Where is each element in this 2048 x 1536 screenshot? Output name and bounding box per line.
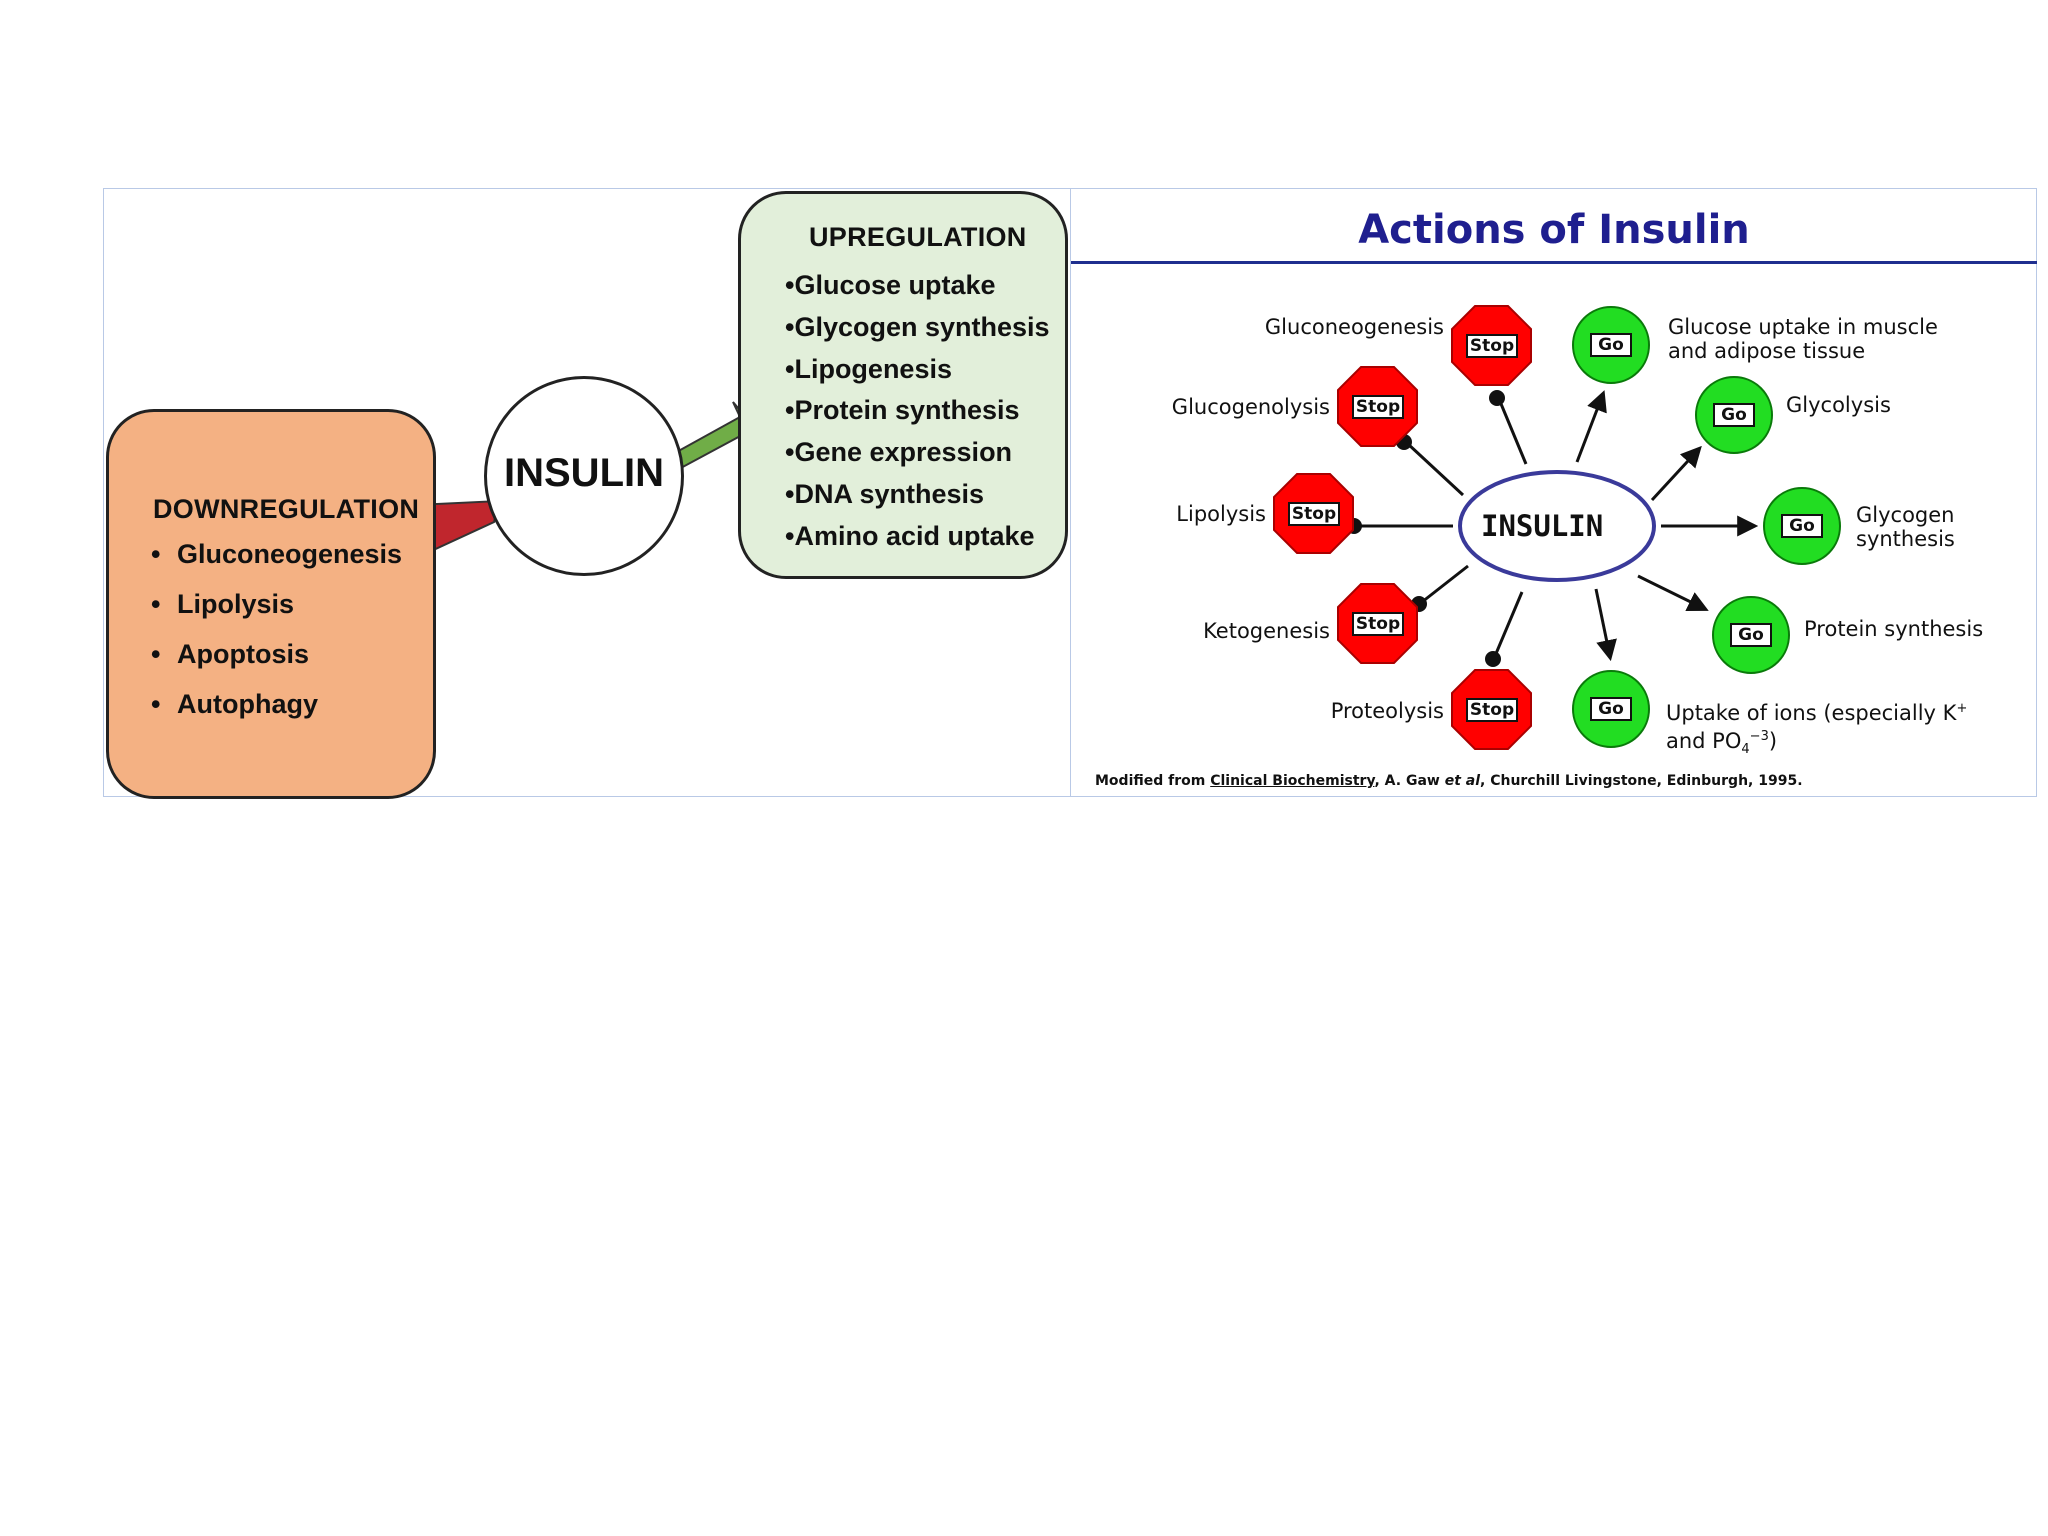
downregulation-list: Gluconeogenesis Lipolysis Apoptosis Auto… (151, 538, 402, 738)
ion-uptake-text-2: and PO (1666, 729, 1742, 753)
stimulate-arrow-glucose-uptake (1575, 390, 1607, 463)
stop-sign-text: Stop (1352, 612, 1404, 636)
inhibit-line-glucogenolysis (1406, 442, 1465, 497)
inhibit-line-proteolysis (1493, 591, 1524, 657)
ion-uptake-text: Uptake of ions (especially K (1666, 701, 1957, 725)
stop-sign-text: Stop (1466, 334, 1518, 358)
list-item: Glucose uptake (785, 268, 1050, 310)
upregulation-list: Glucose uptake Glycogen synthesis Lipoge… (785, 268, 1050, 561)
go-sign-text: Go (1730, 623, 1772, 647)
label-glycogen-line2: synthesis (1856, 527, 1955, 551)
downregulation-title: DOWNREGULATION (153, 494, 420, 524)
source-citation: Modified from Clinical Biochemistry, A. … (1095, 773, 1803, 789)
label-glycogen-synthesis: Glycogen synthesis (1856, 503, 1955, 551)
label-ion-uptake-line2: and PO4−3) (1666, 725, 1967, 762)
list-item: Protein synthesis (785, 393, 1050, 435)
ion-uptake-text-3: ) (1768, 729, 1778, 753)
panel-title: Actions of Insulin (1358, 207, 1750, 253)
insulin-ellipse (1458, 470, 1656, 582)
label-glucose-uptake: Glucose uptake in muscle and adipose tis… (1668, 315, 1938, 363)
go-sign-text: Go (1590, 333, 1632, 357)
label-gluconeogenesis: Gluconeogenesis (1264, 315, 1444, 339)
actions-of-insulin-panel: Actions of Insulin (1071, 188, 2037, 797)
ion-uptake-sup-2: −3 (1749, 729, 1769, 744)
inhibit-line-gluconeogenesis (1497, 398, 1528, 465)
label-ketogenesis: Ketogenesis (1203, 619, 1330, 643)
go-sign-text: Go (1713, 403, 1755, 427)
inhibit-dot-gluconeogenesis (1489, 390, 1505, 406)
title-rule (1071, 261, 2037, 264)
label-glucogenolysis: Glucogenolysis (1171, 395, 1330, 419)
downregulation-box: DOWNREGULATION Gluconeogenesis Lipolysis… (106, 409, 436, 799)
label-lipolysis: Lipolysis (1176, 502, 1266, 526)
label-glucose-uptake-line1: Glucose uptake in muscle (1668, 315, 1938, 339)
stimulate-arrow-ion-uptake (1594, 588, 1617, 662)
go-sign-text: Go (1781, 514, 1823, 538)
list-item: Amino acid uptake (785, 519, 1050, 561)
source-etal: et al (1444, 773, 1481, 789)
insulin-label: INSULIN (504, 451, 664, 495)
stop-sign-text: Stop (1352, 395, 1404, 419)
label-protein-synthesis: Protein synthesis (1804, 617, 1984, 641)
source-suffix: , Churchill Livingstone, Edinburgh, 1995… (1480, 773, 1803, 789)
list-item: Lipogenesis (785, 352, 1050, 394)
left-diagram-panel: DOWNREGULATION Gluconeogenesis Lipolysis… (103, 188, 1071, 799)
stop-sign-text: Stop (1288, 502, 1340, 526)
ion-uptake-sub: 4 (1741, 742, 1750, 758)
list-item: Apoptosis (151, 638, 402, 688)
upregulation-box: UPREGULATION Glucose uptake Glycogen syn… (738, 191, 1068, 579)
upregulation-title: UPREGULATION (809, 222, 1027, 252)
label-proteolysis: Proteolysis (1330, 699, 1444, 723)
list-item: DNA synthesis (785, 477, 1050, 519)
source-author: , A. Gaw (1374, 773, 1445, 789)
stimulate-arrow-protein-synthesis (1637, 574, 1709, 611)
list-item: Gluconeogenesis (151, 538, 402, 588)
label-glucose-uptake-line2: and adipose tissue (1668, 339, 1866, 363)
insulin-center-label: INSULIN (1481, 509, 1604, 543)
label-glycogen-line1: Glycogen (1856, 503, 1955, 527)
list-item: Gene expression (785, 435, 1050, 477)
label-ion-uptake: Uptake of ions (especially K+ and PO4−3) (1666, 697, 1967, 762)
go-sign-text: Go (1590, 697, 1632, 721)
inhibit-dot-proteolysis (1485, 651, 1501, 667)
source-book: Clinical Biochemistry (1210, 773, 1375, 789)
stimulate-arrow-glycolysis (1650, 445, 1702, 502)
ion-uptake-sup: + (1956, 701, 1968, 716)
stop-sign-text: Stop (1466, 698, 1518, 722)
list-item: Lipolysis (151, 588, 402, 638)
list-item: Autophagy (151, 688, 402, 738)
label-ion-uptake-line1: Uptake of ions (especially K+ (1666, 697, 1967, 725)
inhibit-line-ketogenesis (1421, 564, 1469, 604)
list-item: Glycogen synthesis (785, 310, 1049, 352)
source-prefix: Modified from (1095, 773, 1211, 789)
label-glycolysis: Glycolysis (1786, 393, 1891, 417)
insulin-circle: INSULIN (484, 376, 684, 576)
